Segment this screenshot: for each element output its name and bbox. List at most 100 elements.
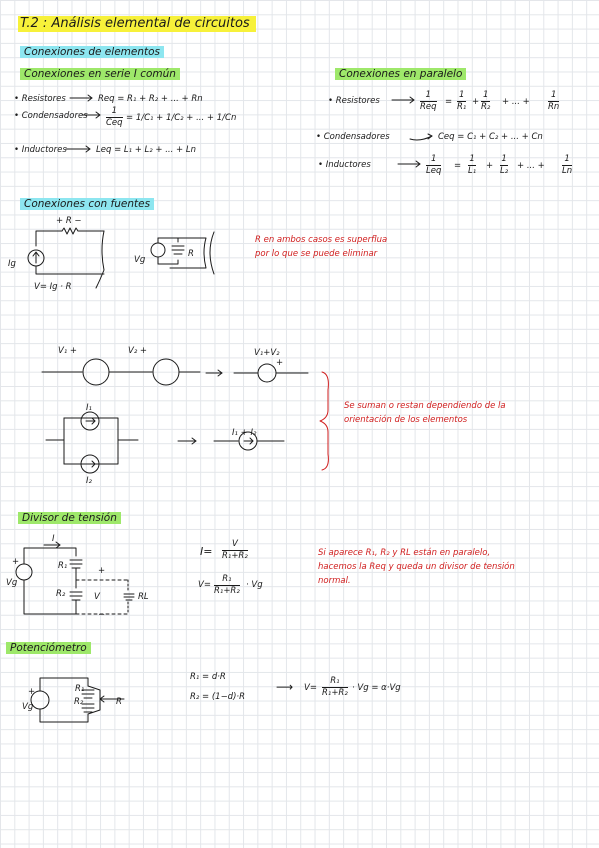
label-ig: Ig — [8, 259, 16, 269]
eq-r2-1-d-r: R₂ = (1−d)·R — [190, 692, 246, 702]
frac-num: 1 — [111, 106, 117, 116]
note-r-superflua: R en ambos casos es superflua por lo que… — [255, 235, 388, 259]
curly-brace — [319, 371, 329, 471]
arrow-icon — [397, 160, 421, 168]
label-v: V — [94, 592, 100, 602]
eq-sign: = — [454, 161, 462, 171]
label-v1-v2: V₁+V₂ — [254, 348, 280, 358]
arrow-icon — [65, 145, 91, 153]
label-vg: Vg — [134, 255, 146, 265]
note-suman-restan: Se suman o restan dependiendo de la orie… — [344, 401, 506, 425]
label-plus: + — [12, 557, 20, 567]
frac-den: Ceq — [106, 118, 123, 128]
section-divisor-heading: Divisor de tensión — [18, 512, 121, 524]
frac-num: R₁ — [330, 676, 340, 686]
label-i-arrow: I — [52, 534, 55, 544]
frac-den: R₂ — [481, 102, 491, 112]
paralelo-condensadores-eq: Ceq = C₁ + C₂ + ... + Cn — [438, 132, 543, 142]
frac-den: R₁+R₂ — [222, 551, 248, 561]
paralelo-inductores-label: • Inductores — [318, 160, 371, 170]
voltage-source-icon — [15, 563, 33, 581]
arrow-icon — [391, 96, 415, 104]
section-potenciometro-heading: Potenciómetro — [6, 642, 91, 654]
eq-sign: = — [445, 97, 453, 107]
wiper-arrow-icon — [99, 695, 125, 703]
label-minus-out: − — [98, 610, 106, 620]
arrow-icon — [409, 133, 433, 141]
potentiometer-circuit — [30, 677, 125, 723]
frac-num: 1 — [430, 154, 437, 164]
serie-inductores-eq: Leq = L₁ + L₂ + ... + Ln — [96, 145, 196, 155]
frac-num: 1 — [501, 154, 507, 164]
label-i1: I₁ — [86, 403, 92, 413]
label-v1: V₁ + — [58, 346, 78, 356]
frac-den: Rn — [548, 102, 560, 112]
label-plus-r-minus: + R − — [56, 216, 82, 226]
frac-den: Leq — [426, 166, 442, 176]
serie-heading: Conexiones en serie I común — [20, 68, 180, 80]
eq-v-lhs: V= — [198, 580, 211, 590]
voltage-source-circuit — [150, 231, 215, 275]
eq-v-rhs: · Vg = α·Vg — [352, 683, 401, 693]
label-v-ig-r: V= Ig · R — [34, 282, 72, 292]
frac-den: Req — [420, 102, 437, 112]
frac-den: Ln — [562, 166, 573, 176]
page-title: T.2 : Análisis elemental de circuitos — [18, 16, 256, 32]
label-vg: Vg — [22, 702, 34, 712]
frac-num: 1 — [425, 90, 431, 100]
frac-num: 1 — [550, 90, 557, 100]
plus-sign: + — [472, 97, 480, 107]
arrow-icon — [177, 437, 197, 445]
arrow-icon — [205, 369, 223, 377]
label-v2: V₂ + — [128, 346, 148, 356]
serie-inductores-label: • Inductores — [14, 145, 67, 155]
voltage-source-icon — [150, 242, 166, 258]
paralelo-resistores-label: • Resistores — [328, 96, 380, 106]
serie-condensadores-label: • Condensadores — [14, 111, 88, 121]
frac-den: L₂ — [500, 166, 509, 176]
frac-num: 1 — [458, 90, 465, 100]
frac-num: 1 — [469, 154, 475, 164]
eq-v-rhs: · Vg — [246, 580, 263, 590]
eq-r1-d-r: R₁ = d·R — [190, 672, 226, 682]
eq-v-lhs: V= — [304, 683, 317, 693]
parallel-current-sources — [45, 411, 285, 474]
label-r2: R₂ — [56, 589, 66, 599]
paralelo-heading: Conexiones en paralelo — [335, 68, 467, 80]
label-r-side: R — [188, 249, 194, 259]
section-conexiones-heading: Conexiones de elementos — [20, 46, 165, 58]
series-voltage-sources — [41, 358, 309, 386]
note-divisor: Si aparece R₁, R₂ y RL están en paralelo… — [318, 548, 515, 586]
implies-arrow: ⟶ — [276, 680, 294, 694]
frac-den: R₁ — [457, 102, 467, 112]
label-r: R — [116, 697, 122, 707]
current-source-icon — [80, 411, 100, 431]
label-rl: RL — [138, 592, 149, 602]
arrow-icon — [81, 111, 101, 119]
eq-i-lhs: I= — [200, 545, 213, 558]
frac-num: 1 — [564, 154, 570, 164]
frac-den: L₁ — [468, 166, 477, 176]
frac-den: R₁+R₂ — [322, 688, 348, 698]
voltage-source-icon — [82, 358, 110, 386]
voltage-divider-circuit — [15, 541, 135, 615]
voltage-source-icon — [152, 358, 180, 386]
dots-sign: + ... + — [502, 97, 530, 107]
section-fuentes-heading: Conexiones con fuentes — [20, 198, 155, 210]
label-plus: + — [28, 687, 36, 697]
current-source-circuit — [27, 227, 105, 289]
frac-num: 1 — [482, 90, 489, 100]
label-r1: R₁ — [75, 684, 85, 694]
